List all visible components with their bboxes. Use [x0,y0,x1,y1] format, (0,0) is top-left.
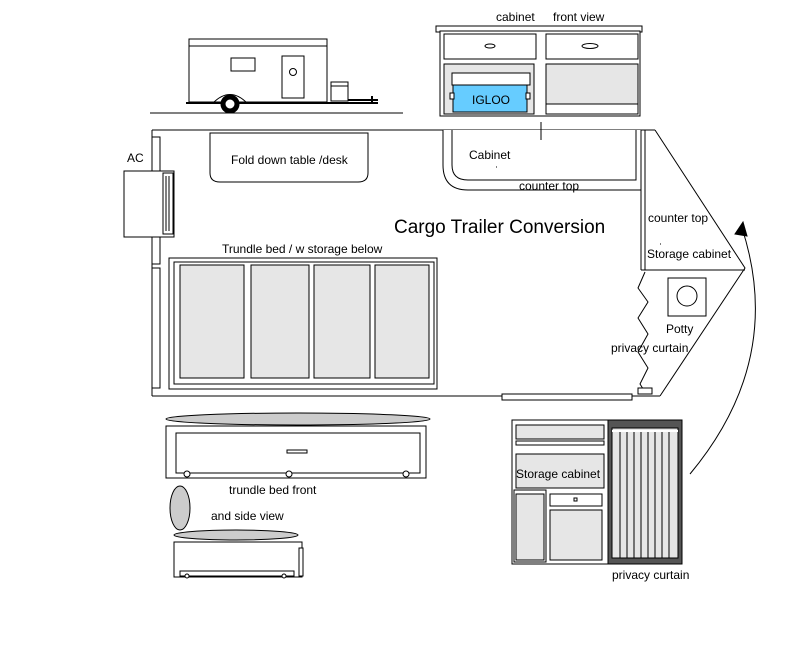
label-storage-cabinet-2: Storage cabinet [516,467,601,481]
swing-arrow [689,220,756,475]
label-front-view: front view [553,10,605,24]
side-backrest [169,485,191,531]
side-drawer-strip [179,570,295,577]
storage-lower-door [549,509,603,561]
swing-arrow-curve [689,227,756,475]
trailer-wheel-hub [225,99,235,109]
trailer-window [230,57,256,72]
trundle-drawer-handle [286,449,308,454]
label-cabinet: Cabinet [469,148,511,162]
drawer-handle-right [581,43,599,49]
storage-shelf-top [515,424,605,440]
storage-cabinet-view [511,419,683,565]
trundle-side-view [169,485,304,579]
label-counter-top-1: counter top [519,179,579,193]
bed-cushion-1 [179,264,245,379]
trundle-cushion-top [165,412,431,426]
door-handle [289,68,297,76]
label-counter-top-2: counter top [648,211,708,225]
small-drawer-knob [573,497,578,502]
label-cabinet-top: cabinet [496,10,535,24]
storage-cabinet-door [515,453,605,489]
trailer-door [281,55,305,99]
side-door [501,393,633,401]
arrow-head-icon [734,220,748,237]
label-storage-cabinet-1: Storage cabinet [647,247,732,261]
cabinet-drawer-right [545,33,639,60]
label-igloo: IGLOO [472,93,510,107]
bed-cushion-4 [374,264,430,379]
label-fold-table: Fold down table /desk [231,153,349,167]
trundle-caster-3 [402,470,410,478]
wheel-fender [212,94,248,104]
curtain-anchor [637,387,653,395]
cooler-handle-right [525,92,531,100]
curtain-panel [611,427,679,559]
trundle-caster-1 [183,470,191,478]
cabinet-kick-right [545,103,639,115]
cabinet-counter [442,130,642,191]
trundle-front-view [165,412,431,479]
floor-plan [123,122,746,401]
side-caster-1 [184,573,190,579]
storage-shelf-edge [515,440,605,446]
side-seat-cushion [173,529,299,541]
side-caster-2 [281,573,287,579]
drawer-handle-left [484,43,496,49]
cabinet-drawer-left [443,33,537,60]
trundle-caster-2 [285,470,293,478]
side-drawer-front [298,547,304,577]
fold-down-table [209,132,369,183]
label-side-view: and side view [211,509,284,523]
rear-door-lower [151,267,161,389]
bed-cushion-3 [313,264,371,379]
label-trundle-bed: Trundle bed / w storage below [222,242,383,256]
label-privacy-curtain-1: privacy curtain [611,341,688,355]
diagram-title: Cargo Trailer Conversion [394,217,605,238]
v-nose-wall [654,129,746,397]
cooler-handle-left [449,92,455,100]
storage-tall-door-panel [515,493,545,561]
privacy-curtain-line [637,271,649,393]
label-privacy-curtain-2: privacy curtain [612,568,689,582]
trailer-side-view [150,38,403,114]
bed-cushion-2 [250,264,310,379]
trailer-body [188,38,328,103]
counter-inner-edge [451,130,637,181]
cooler-lid [451,72,531,86]
ac-vent-frame [162,172,174,235]
potty-icon [676,285,698,307]
label-ac: AC [127,151,144,165]
cabinet-front-view [435,25,643,117]
label-trundle-front: trundle bed front [229,483,317,497]
label-potty: Potty [666,322,693,336]
trailer-box [330,81,349,102]
